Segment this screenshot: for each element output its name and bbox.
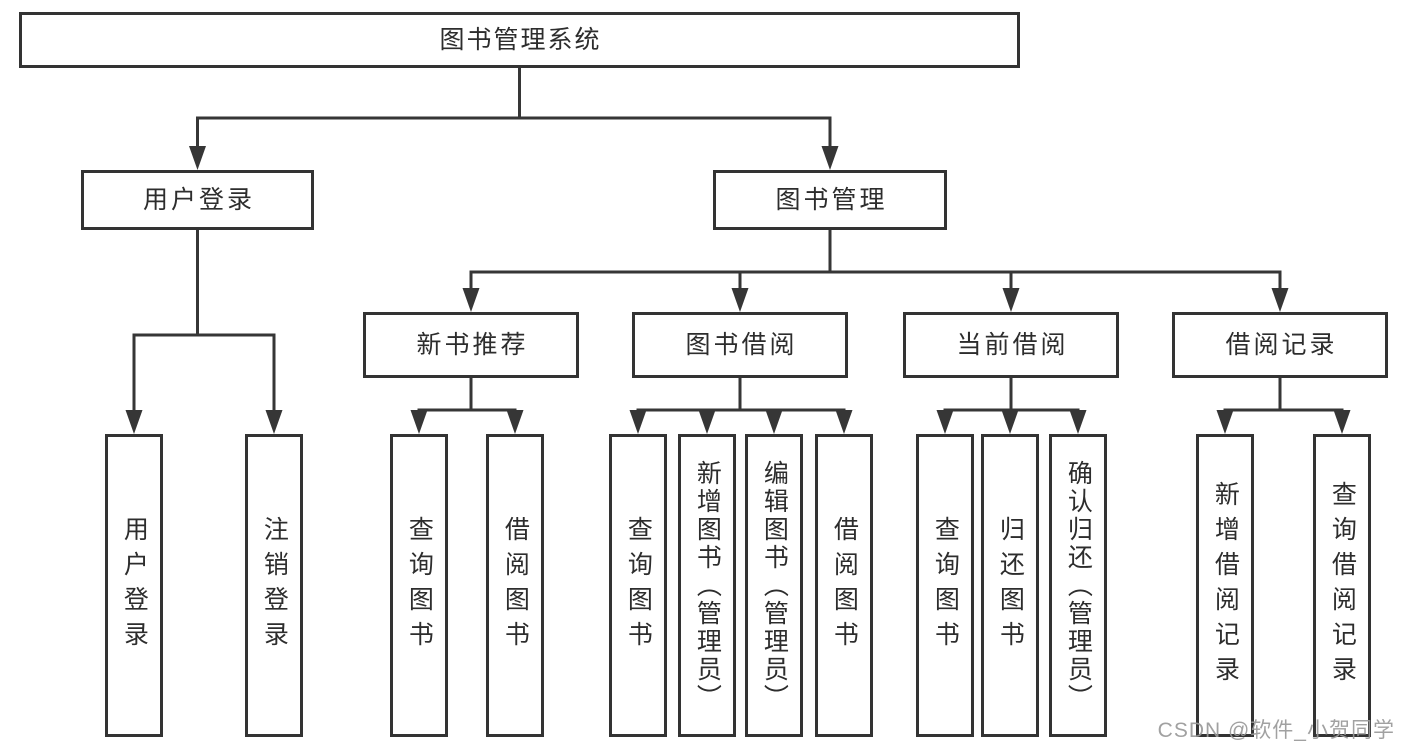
node-label: 借阅图书 [501, 515, 530, 656]
node-leaf-cb-query-books: 查询图书 [916, 434, 974, 737]
node-label: 查询图书 [931, 515, 960, 656]
arrowhead-down-icon [698, 410, 716, 434]
node-borrowing-records: 借阅记录 [1172, 312, 1388, 378]
node-label: 归还图书 [996, 515, 1025, 656]
arrowhead-down-icon [821, 146, 839, 170]
arrowhead-down-icon [1002, 288, 1020, 312]
node-leaf-br-query-record: 查询借阅记录 [1313, 434, 1371, 737]
node-label: 新增图书（管理员） [693, 459, 722, 712]
node-leaf-cb-return-books: 归还图书 [981, 434, 1039, 737]
node-leaf-user-login: 用户登录 [105, 434, 163, 737]
arrowhead-down-icon [1271, 288, 1289, 312]
node-label: 新增借阅记录 [1211, 480, 1240, 691]
node-label: 图书管理系统 [439, 25, 602, 54]
node-label: 借阅图书 [830, 515, 859, 656]
arrowhead-down-icon [125, 410, 143, 434]
node-label: 借阅记录 [1225, 330, 1338, 359]
node-book-management: 图书管理 [713, 170, 947, 230]
arrowhead-down-icon [265, 410, 283, 434]
node-label: 查询借阅记录 [1328, 480, 1357, 691]
node-label: 注销登录 [260, 515, 289, 656]
node-leaf-bb-edit-books: 编辑图书（管理员） [745, 434, 803, 737]
arrowhead-down-icon [765, 410, 783, 434]
node-label: 编辑图书（管理员） [760, 459, 789, 712]
node-leaf-bb-borrow-books: 借阅图书 [815, 434, 873, 737]
arrowhead-down-icon [1001, 410, 1019, 434]
node-book-borrowing: 图书借阅 [632, 312, 848, 378]
node-label: 查询图书 [624, 515, 653, 656]
node-user-login: 用户登录 [81, 170, 314, 230]
arrowhead-down-icon [462, 288, 480, 312]
arrowhead-down-icon [410, 410, 428, 434]
node-leaf-nb-query-books: 查询图书 [390, 434, 448, 737]
arrowhead-down-icon [1069, 410, 1087, 434]
arrowhead-down-icon [1216, 410, 1234, 434]
node-label: 图书管理 [775, 185, 888, 214]
node-leaf-cb-confirm-return: 确认归还（管理员） [1049, 434, 1107, 737]
arrowhead-down-icon [1333, 410, 1351, 434]
arrowhead-down-icon [629, 410, 647, 434]
node-new-book-recommendation: 新书推荐 [363, 312, 579, 378]
node-leaf-nb-borrow-books: 借阅图书 [486, 434, 544, 737]
arrowhead-down-icon [189, 146, 206, 170]
node-leaf-bb-query-books: 查询图书 [609, 434, 667, 737]
node-label: 用户登录 [120, 515, 149, 656]
node-label: 查询图书 [405, 515, 434, 656]
node-current-borrowing: 当前借阅 [903, 312, 1119, 378]
arrowhead-down-icon [936, 410, 954, 434]
node-label: 新书推荐 [416, 330, 529, 359]
node-leaf-br-add-record: 新增借阅记录 [1196, 434, 1254, 737]
node-leaf-logout: 注销登录 [245, 434, 303, 737]
node-leaf-bb-add-books: 新增图书（管理员） [678, 434, 736, 737]
csdn-watermark: CSDN @软件_小贺同学 [1157, 719, 1395, 742]
node-label: 当前借阅 [956, 330, 1069, 359]
arrowhead-down-icon [731, 288, 749, 312]
node-label: 图书借阅 [685, 330, 798, 359]
arrowhead-down-icon [506, 410, 524, 434]
node-label: 用户登录 [142, 185, 255, 214]
node-root: 图书管理系统 [19, 12, 1020, 68]
arrowhead-down-icon [835, 410, 853, 434]
node-label: 确认归还（管理员） [1064, 459, 1093, 712]
